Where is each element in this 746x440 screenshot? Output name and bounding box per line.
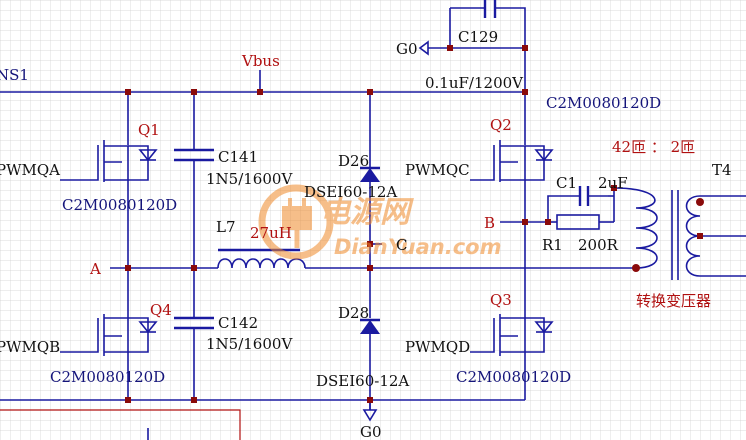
net-g0-top: G0 [396, 40, 418, 58]
q2-part: C2M0080120D [546, 94, 661, 112]
signal-pwmqc: PWMQC [405, 161, 470, 179]
r1-value: 200R [578, 236, 619, 254]
c142-value: 1N5/1600V [206, 335, 293, 353]
net-a: A [89, 260, 101, 278]
capacitor-c141[interactable] [174, 148, 214, 162]
junctions [125, 45, 704, 403]
c142-ref: C142 [218, 314, 258, 332]
c1-value: 2uF [598, 174, 628, 192]
watermark-cn: 电源网 [320, 195, 414, 230]
r1-ref: R1 [542, 236, 563, 254]
d28-part: DSEI60-12A [316, 372, 409, 390]
t4-ref: T4 [712, 161, 732, 179]
net-vbus: Vbus [241, 52, 280, 70]
net-ns1: NS1 [0, 66, 29, 84]
c1-ref: C1 [556, 174, 577, 192]
d28-ref: D28 [338, 304, 369, 322]
c129-value: 0.1uF/1200V [425, 74, 524, 92]
signal-pwmqd: PWMQD [405, 338, 470, 356]
ground-g0-bottom [362, 409, 378, 422]
c129-ref: C129 [458, 28, 498, 46]
watermark-logo: 电源网 DianYuan.com [258, 184, 501, 260]
q4-part: C2M0080120D [50, 368, 165, 386]
signal-pwmqa: PWMQA [0, 161, 60, 179]
net-c: C [396, 236, 407, 254]
q4-ref: Q4 [150, 301, 172, 319]
c141-value: 1N5/1600V [206, 170, 293, 188]
labels: NS1 Vbus G0 C129 0.1uF/1200V C2M0080120D… [0, 28, 732, 440]
transformer-label: 转换变压器 [636, 292, 711, 310]
q2-ref: Q2 [490, 116, 512, 134]
signal-pwmqb: PWMQB [0, 338, 60, 356]
capacitor-c142[interactable] [174, 316, 214, 330]
c141-ref: C141 [218, 148, 258, 166]
inductor-l7[interactable] [217, 248, 306, 269]
d26-ref: D26 [338, 152, 369, 170]
ground-g0-top [418, 40, 429, 56]
watermark-en: DianYuan.com [334, 235, 501, 259]
l7-ref: L7 [216, 218, 236, 236]
mosfet-q4[interactable] [60, 314, 158, 356]
net-b: B [484, 214, 495, 232]
mosfet-q3[interactable] [470, 314, 554, 356]
q3-part: C2M0080120D [456, 368, 571, 386]
q3-ref: Q3 [490, 291, 512, 309]
resistor-r1[interactable] [556, 214, 600, 230]
mosfet-q1[interactable] [60, 140, 158, 182]
capacitor-c1[interactable] [578, 186, 608, 206]
diode-d26[interactable] [360, 166, 380, 182]
transformer-ratio: 42匝 ： 2匝 [612, 138, 695, 156]
q1-part: C2M0080120D [62, 196, 177, 214]
diode-d28[interactable] [360, 318, 380, 334]
d26-part: DSEI60-12A [304, 183, 397, 201]
capacitor-c129[interactable] [483, 0, 497, 18]
l7-value: 27uH [250, 224, 292, 242]
mosfet-q2[interactable] [470, 140, 554, 182]
net-g0-bottom: G0 [360, 423, 382, 440]
q1-ref: Q1 [138, 121, 160, 139]
